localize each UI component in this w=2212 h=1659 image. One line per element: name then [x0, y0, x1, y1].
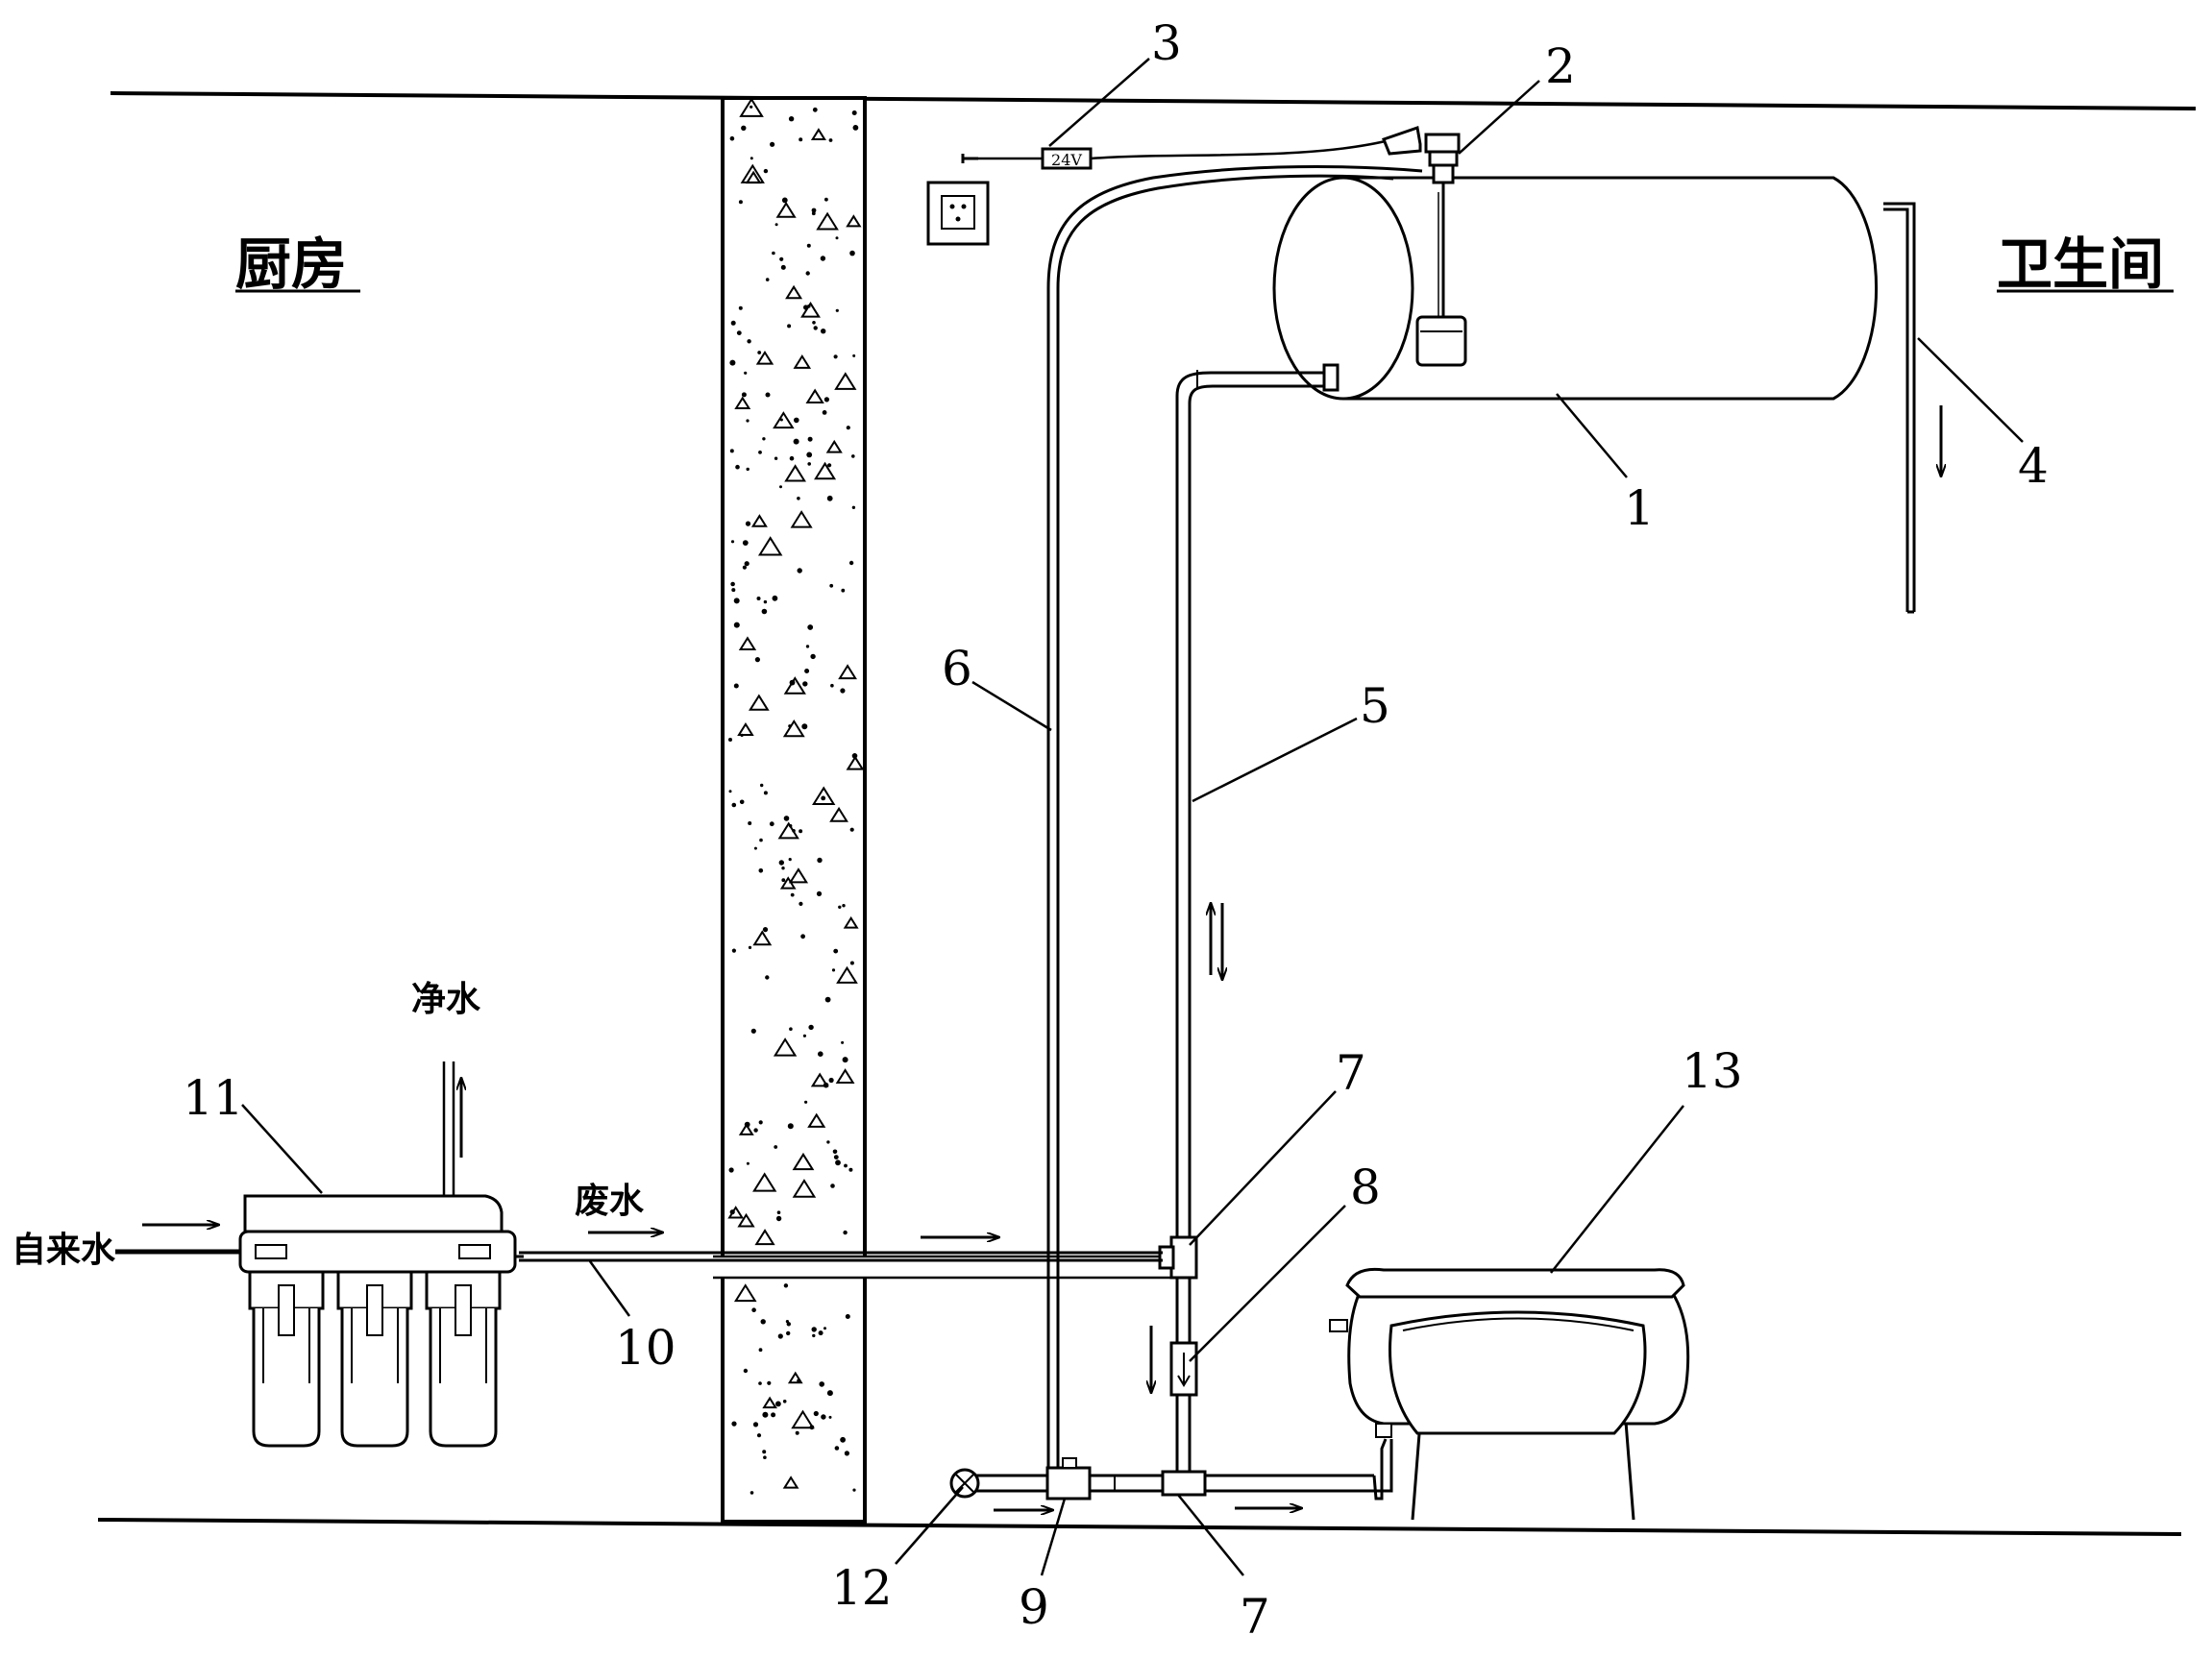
part-label-7-lower: 7 — [1240, 1589, 1270, 1645]
adapter-voltage-label: 24V — [1051, 151, 1082, 169]
water-purifier — [115, 1061, 524, 1448]
part-label-12: 12 — [831, 1560, 893, 1616]
waste-water-label: 废水 — [575, 1182, 645, 1221]
power-adapter: 24V — [961, 137, 1394, 170]
bathroom-title: 卫生间 — [1997, 232, 2164, 297]
part-label-9: 9 — [1019, 1579, 1049, 1635]
part-label-1: 1 — [1624, 480, 1655, 536]
part-label-4: 4 — [2018, 438, 2049, 494]
riser-pipe-6 — [1046, 165, 1423, 1470]
part-label-7-upper: 7 — [1336, 1045, 1366, 1101]
pipe-fitting-9 — [1045, 1457, 1092, 1500]
toilet — [1329, 1267, 1690, 1521]
wall-socket — [926, 181, 990, 246]
level-sensor — [1382, 126, 1467, 367]
overflow-pipe — [1883, 202, 1916, 614]
part-label-13: 13 — [1682, 1043, 1743, 1099]
tee-joint-lower — [1114, 1470, 1207, 1497]
tap-water-label: 自来水 — [12, 1231, 116, 1270]
part-label-6: 6 — [942, 641, 972, 696]
leader-lines — [241, 58, 2024, 1576]
part-label-2: 2 — [1545, 38, 1576, 94]
part-label-5: 5 — [1360, 678, 1390, 734]
part-label-10: 10 — [615, 1320, 676, 1376]
concrete-wall — [713, 96, 1192, 1524]
part-label-11: 11 — [183, 1070, 244, 1126]
riser-pipe-5 — [1175, 363, 1339, 1479]
ball-valve — [949, 1468, 980, 1499]
check-valve — [1169, 1341, 1198, 1397]
floor-line — [97, 1518, 2182, 1536]
clean-water-label: 净水 — [411, 980, 481, 1019]
part-label-3: 3 — [1151, 15, 1182, 71]
waste-water-pipe — [519, 1251, 1163, 1262]
water-tank — [1272, 126, 1879, 401]
part-label-8: 8 — [1350, 1159, 1381, 1215]
ceiling-line — [110, 91, 2197, 110]
flow-arrows — [142, 405, 1941, 1510]
kitchen-title: 厨房 — [235, 232, 347, 297]
